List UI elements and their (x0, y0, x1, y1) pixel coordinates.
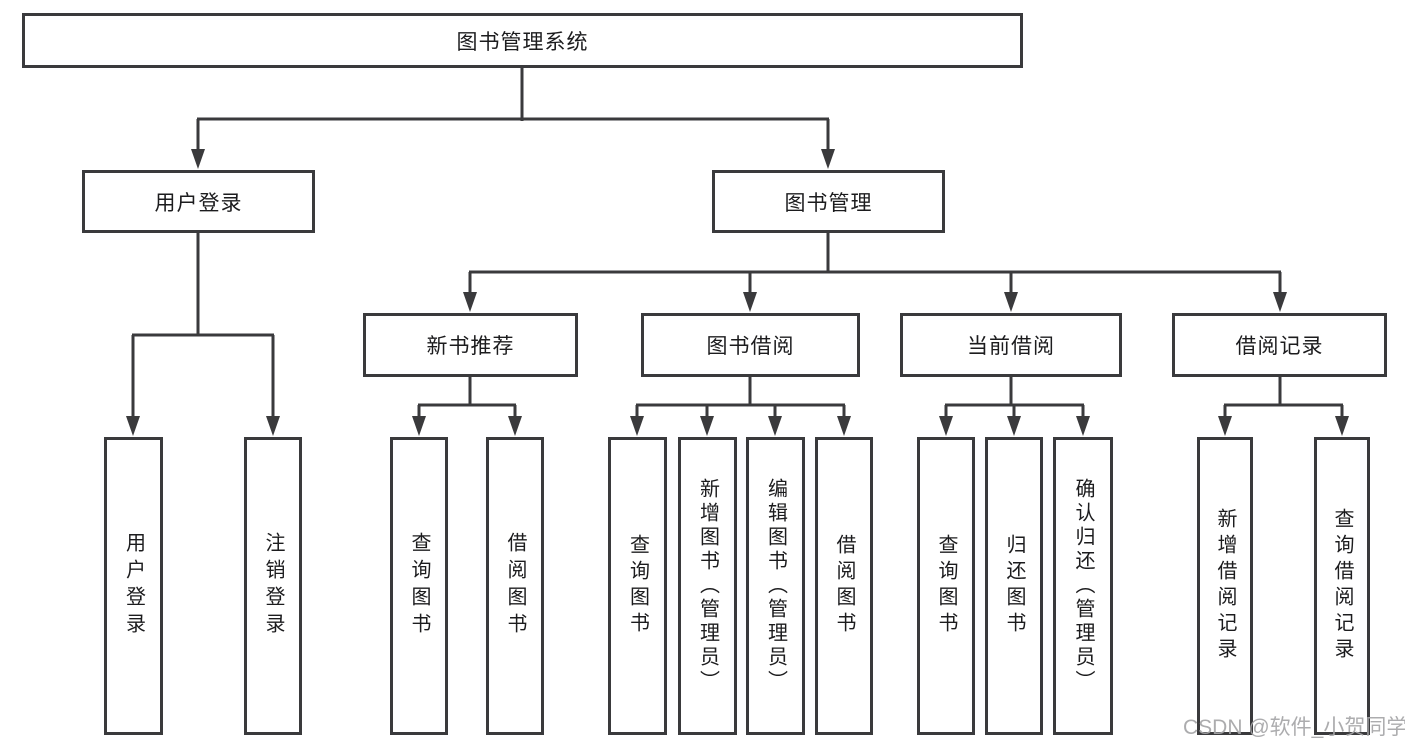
leaf-return-book: 归还图书 (985, 437, 1043, 735)
leaf-add-borrow-record: 新增借阅记录 (1197, 437, 1253, 735)
edge-user-login-to-leaves (126, 233, 280, 436)
leaf-edit-book-admin: 编辑图书（管理员） (746, 437, 805, 735)
node-user-login: 用户登录 (82, 170, 315, 233)
edge-root-to-level1 (191, 68, 835, 169)
leaf-borrow-books-recommend: 借阅图书 (486, 437, 544, 735)
leaf-query-books-recommend: 查询图书 (390, 437, 448, 735)
leaf-query-books-borrow: 查询图书 (608, 437, 667, 735)
leaf-borrow-books: 借阅图书 (815, 437, 873, 735)
edge-current-borrow-to-leaves (939, 377, 1090, 436)
node-borrow-records: 借阅记录 (1172, 313, 1387, 377)
node-current-borrow: 当前借阅 (900, 313, 1122, 377)
leaf-user-login: 用户登录 (104, 437, 163, 735)
leaf-query-books-current: 查询图书 (917, 437, 975, 735)
node-book-borrow: 图书借阅 (641, 313, 860, 377)
edge-new-book-recommend-to-leaves (412, 377, 522, 436)
leaf-confirm-return-admin: 确认归还（管理员） (1053, 437, 1113, 735)
leaf-logout: 注销登录 (244, 437, 302, 735)
csdn-watermark: CSDN @软件_小贺同学 (1183, 716, 1405, 739)
node-book-management: 图书管理 (712, 170, 945, 233)
edge-borrow-records-to-leaves (1218, 377, 1349, 436)
node-new-book-recommend: 新书推荐 (363, 313, 578, 377)
leaf-add-book-admin: 新增图书（管理员） (678, 437, 737, 735)
node-root: 图书管理系统 (22, 13, 1023, 68)
leaf-query-borrow-record: 查询借阅记录 (1314, 437, 1370, 735)
edge-book-borrow-to-leaves (630, 377, 851, 436)
edge-book-management-to-level2 (463, 233, 1287, 312)
